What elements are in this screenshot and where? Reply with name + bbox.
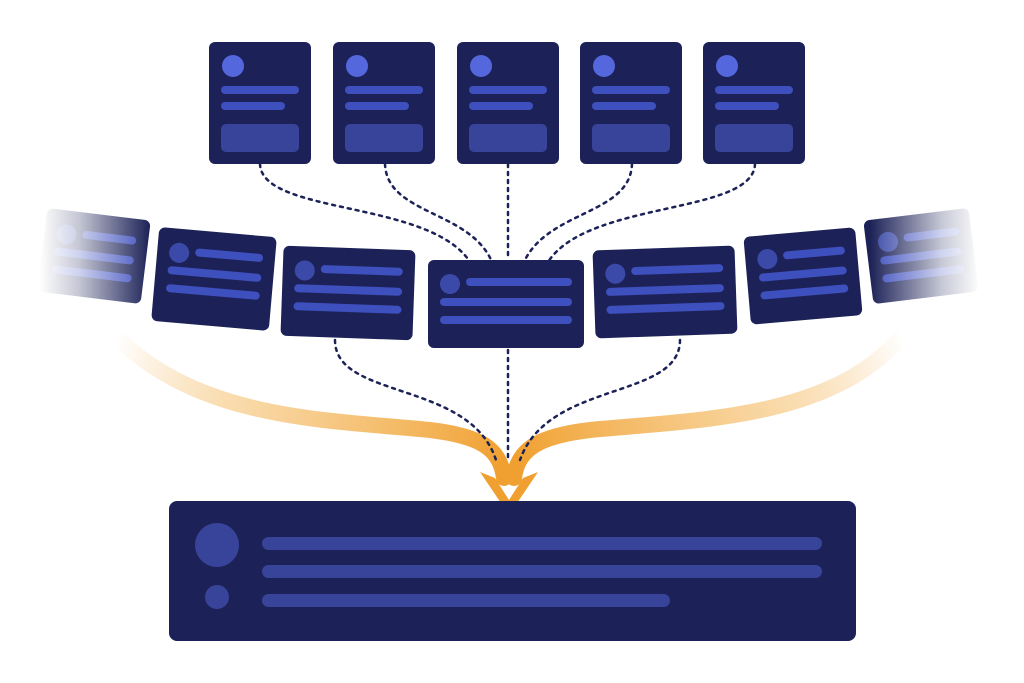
- content-block-placeholder: [592, 124, 670, 152]
- text-line-placeholder: [592, 102, 656, 110]
- connector-line-8: [518, 338, 682, 462]
- text-line-placeholder: [715, 102, 779, 110]
- connector-line-1: [258, 162, 472, 264]
- source-card-1: [209, 42, 311, 164]
- merge-arrow-group: [110, 330, 908, 515]
- text-line-placeholder: [469, 86, 547, 94]
- connector-lines: [258, 162, 757, 464]
- message-card-6: [743, 227, 863, 325]
- message-card-3: [280, 245, 416, 341]
- avatar-icon: [222, 55, 244, 77]
- text-line-placeholder: [715, 86, 793, 94]
- connector-line-5: [546, 162, 757, 264]
- text-line-placeholder: [166, 284, 260, 300]
- message-card-4: [428, 260, 584, 348]
- message-card-2: [151, 227, 277, 331]
- avatar-icon: [169, 242, 190, 263]
- source-card-4: [580, 42, 682, 164]
- text-line-placeholder: [221, 102, 285, 110]
- avatar-icon: [593, 55, 615, 77]
- source-card-3: [457, 42, 559, 164]
- text-line-placeholder: [592, 86, 670, 94]
- avatar-icon: [195, 523, 239, 567]
- content-block-placeholder: [715, 124, 793, 152]
- avatar-icon: [470, 55, 492, 77]
- edge-fades: [30, 190, 990, 320]
- result-card: [169, 501, 856, 641]
- text-line-placeholder: [262, 537, 822, 550]
- top-card-row: [209, 42, 805, 164]
- content-block-placeholder: [469, 124, 547, 152]
- text-line-placeholder: [167, 266, 262, 282]
- text-line-placeholder: [195, 248, 264, 262]
- text-line-placeholder: [345, 102, 409, 110]
- text-line-placeholder: [345, 86, 423, 94]
- text-line-placeholder: [294, 284, 403, 296]
- text-line-placeholder: [783, 246, 845, 260]
- merge-arrowhead: [480, 472, 538, 515]
- avatar-icon: [757, 249, 778, 270]
- avatar-icon: [346, 55, 368, 77]
- text-line-placeholder: [262, 565, 822, 578]
- text-line-placeholder: [320, 265, 403, 276]
- left-edge-fade: [30, 190, 160, 320]
- text-line-placeholder: [440, 316, 572, 324]
- text-line-placeholder: [631, 264, 724, 276]
- avatar-icon: [294, 260, 315, 281]
- connector-line-2: [383, 162, 494, 264]
- text-line-placeholder: [606, 302, 725, 314]
- connector-line-4: [522, 162, 634, 264]
- text-line-placeholder: [758, 266, 847, 282]
- message-card-5: [592, 245, 738, 339]
- content-block-placeholder: [345, 124, 423, 152]
- avatar-small-icon: [205, 585, 229, 609]
- result-card-group: [169, 501, 856, 641]
- text-line-placeholder: [466, 278, 572, 286]
- content-block-placeholder: [221, 124, 299, 152]
- text-line-placeholder: [262, 594, 670, 607]
- avatar-icon: [605, 263, 626, 284]
- avatar-icon: [440, 274, 460, 294]
- source-card-2: [333, 42, 435, 164]
- text-line-placeholder: [440, 298, 572, 306]
- text-line-placeholder: [221, 86, 299, 94]
- text-line-placeholder: [469, 102, 533, 110]
- text-line-placeholder: [605, 284, 724, 296]
- avatar-icon: [716, 55, 738, 77]
- right-edge-fade: [860, 190, 990, 320]
- merge-arrow-right: [506, 330, 908, 486]
- source-card-5: [703, 42, 805, 164]
- text-line-placeholder: [760, 284, 849, 300]
- merge-arrow-left: [110, 330, 512, 486]
- text-line-placeholder: [293, 302, 402, 314]
